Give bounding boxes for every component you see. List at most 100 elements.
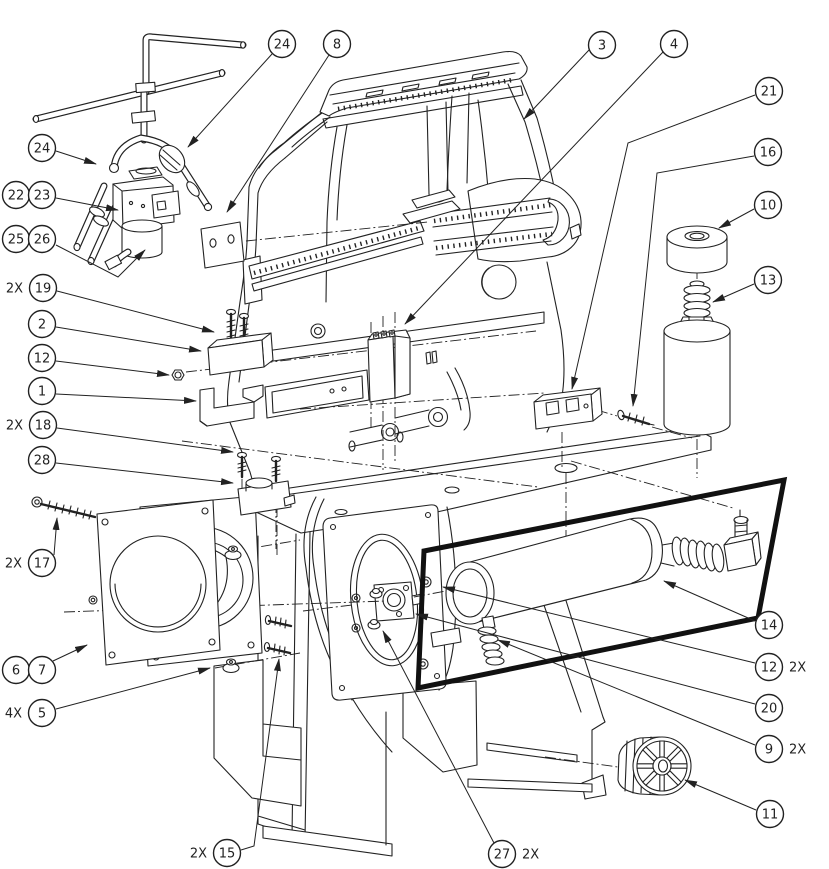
balloon-number-18: 18 — [35, 419, 52, 434]
leader-line-7 — [52, 644, 88, 662]
balloon-circle-24 — [27, 133, 57, 163]
balloon-circle-27 — [487, 839, 517, 869]
leader-line-3 — [523, 49, 590, 120]
balloon-number-2: 2 — [38, 318, 46, 333]
balloon-5-22: 54X — [5, 667, 211, 728]
spring-part-13 — [683, 280, 711, 319]
balloon-19-13: 19 2X — [6, 273, 215, 333]
balloon-18-17: 18 2X — [6, 410, 234, 454]
elbow-fitting — [723, 515, 762, 572]
balloon-circle-1 — [27, 376, 57, 406]
balloon-number-19: 19 — [35, 282, 52, 297]
spring-part-9 — [477, 615, 505, 666]
leader-line-28 — [55, 462, 234, 486]
balloon-number-4: 4 — [670, 38, 678, 53]
balloon-20-27: 20 — [415, 613, 784, 723]
balloon-number-7: 7 — [38, 664, 46, 679]
quantity-label-12: 2X — [789, 661, 806, 676]
fan-front-plate — [88, 499, 221, 666]
balloon-number-11: 11 — [762, 808, 779, 823]
screws-part-15 — [263, 614, 293, 656]
balloon-25-11: 25 — [1, 224, 31, 254]
valve-body-part-22-23 — [112, 166, 181, 230]
balloon-number-6: 6 — [12, 664, 20, 679]
quantity-label-15: 2X — [190, 847, 207, 862]
balloon-24-0: 24 — [187, 29, 297, 148]
balloon-number-27: 27 — [494, 848, 511, 863]
balloon-16-5: 16 — [630, 137, 783, 407]
flange-nuts-part-5 — [222, 545, 242, 674]
balloon-23-10: 23 — [27, 180, 119, 212]
leader-line-15 — [240, 658, 281, 851]
valve-part-4 — [367, 329, 411, 403]
leader-line-2 — [55, 326, 202, 353]
balloon-number-25: 25 — [8, 233, 25, 248]
fan-assembly — [31, 495, 263, 674]
leader-line-1 — [55, 393, 197, 404]
cylinder-assembly — [663, 225, 731, 436]
balloon-24-8: 24 — [27, 133, 97, 165]
leader-line-18 — [56, 427, 234, 454]
balloon-number-14: 14 — [761, 619, 778, 634]
balloon-circle-14 — [754, 610, 784, 640]
leader-line-16 — [630, 155, 755, 407]
leader-line-10 — [718, 208, 755, 229]
balloon-9-28: 9 2X — [497, 639, 806, 764]
balloon-number-9: 9 — [765, 743, 773, 758]
inset-box-group — [415, 476, 788, 692]
balloon-number-3: 3 — [598, 39, 606, 54]
balloon-number-28: 28 — [34, 454, 51, 469]
balloon-11-29: 11 — [684, 779, 785, 829]
frame-assembly — [213, 50, 712, 857]
balloon-circle-26 — [27, 224, 57, 254]
balloon-number-8: 8 — [333, 38, 341, 53]
leader-line-21 — [571, 94, 756, 390]
balloon-circle-21 — [754, 76, 784, 106]
balloon-number-12: 12 — [34, 352, 51, 367]
leader-line-24 — [187, 53, 273, 148]
balloon-14-25: 14 — [663, 580, 784, 640]
balloon-number-1: 1 — [38, 385, 46, 400]
top-rail — [258, 50, 528, 169]
screws-part-18 — [236, 451, 282, 483]
balloon-circle-12 — [27, 343, 57, 373]
leader-line-23 — [55, 197, 119, 212]
balloon-8-1: 8 — [226, 29, 352, 213]
balloon-number-20: 20 — [761, 702, 778, 717]
leader-line-24 — [55, 150, 97, 165]
balloon-circle-10 — [753, 190, 783, 220]
balloon-2-14: 2 — [27, 309, 202, 353]
balloon-number-23: 23 — [34, 189, 51, 204]
tubing-assembly — [32, 33, 247, 271]
block-part-2 — [207, 332, 274, 376]
coil-spring — [660, 536, 725, 573]
leader-line-8 — [226, 54, 330, 213]
balloon-circle-20 — [754, 693, 784, 723]
nut-part-12 — [171, 369, 185, 381]
leader-line-13 — [712, 283, 755, 303]
balloon-1-16: 1 — [27, 376, 197, 406]
balloon-number-12: 12 — [761, 661, 778, 676]
saddle — [402, 92, 582, 263]
balloon-circle-15 — [212, 838, 242, 868]
balloon-circle-11 — [755, 799, 785, 829]
balloon-circle-9 — [754, 734, 784, 764]
mounting-plate-part-8 — [200, 221, 245, 269]
balloon-28-18: 28 — [27, 445, 234, 486]
balloon-6-20: 6 — [1, 655, 31, 685]
quantity-label-18: 2X — [6, 419, 23, 434]
balloon-circle-19 — [28, 273, 58, 303]
quantity-label-19: 2X — [6, 282, 23, 297]
balloon-number-16: 16 — [760, 146, 777, 161]
balloon-circle-13 — [753, 265, 783, 295]
balloon-10-6: 10 — [718, 190, 783, 229]
balloon-number-24: 24 — [34, 142, 51, 157]
balloon-7-21: 7 — [27, 644, 88, 685]
leader-line-14 — [663, 580, 756, 622]
balloon-number-21: 21 — [761, 85, 778, 100]
